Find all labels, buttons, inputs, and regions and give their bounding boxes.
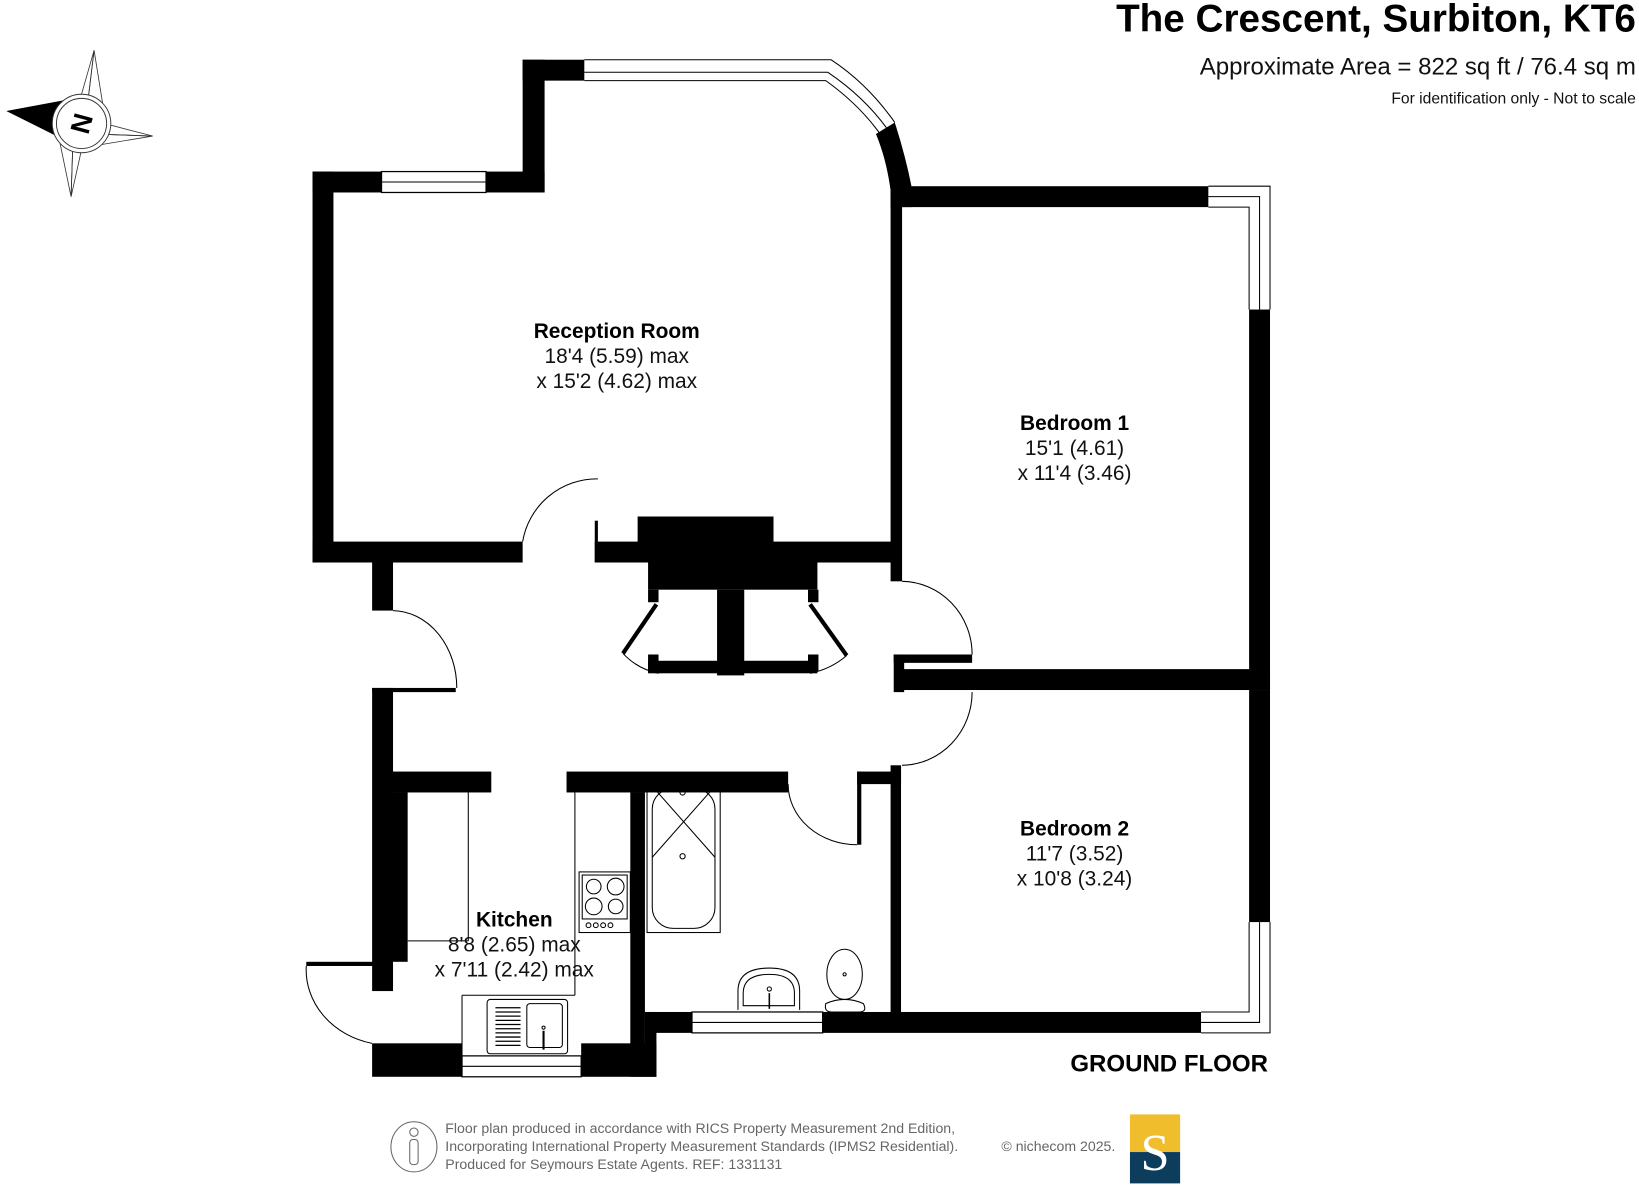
svg-text:8'8 (2.65) max: 8'8 (2.65) max [448, 933, 581, 956]
bathroom-fixtures [646, 781, 866, 1013]
svg-text:x 7'11 (2.42) max: x 7'11 (2.42) max [435, 958, 595, 981]
windows [380, 170, 1271, 1078]
doors [305, 478, 973, 1044]
compass-north-icon: N [6, 50, 153, 197]
svg-text:S: S [1141, 1124, 1170, 1182]
svg-text:18'4 (5.59) max: 18'4 (5.59) max [544, 345, 689, 368]
disclaimer-text: For identification only - Not to scale [1391, 91, 1636, 108]
seymours-logo: S [1129, 1114, 1181, 1184]
room-label-bedroom-2: Bedroom 2 11'7 (3.52) x 10'8 (3.24) [1017, 817, 1132, 890]
toilet-icon [824, 948, 866, 1013]
copyright-text: © nichecom 2025. [1001, 1138, 1115, 1154]
kitchen-fixtures [407, 792, 631, 1056]
footer-line-2: Incorporating International Property Mea… [445, 1138, 958, 1154]
footer-line-1: Floor plan produced in accordance with R… [445, 1120, 955, 1136]
footer-line-3: Produced for Seymours Estate Agents. REF… [445, 1156, 782, 1172]
hob-icon [578, 871, 631, 934]
room-label-bedroom-1: Bedroom 1 15'1 (4.61) x 11'4 (3.46) [1018, 412, 1132, 485]
sink-icon [486, 998, 569, 1055]
floor-label: GROUND FLOOR [1070, 1051, 1268, 1078]
person-icon [390, 1121, 438, 1173]
area-text: Approximate Area = 822 sq ft / 76.4 sq m [1200, 53, 1636, 80]
room-label-kitchen: Kitchen 8'8 (2.65) max x 7'11 (2.42) max [435, 908, 595, 981]
room-label-reception: Reception Room 18'4 (5.59) max x 15'2 (4… [534, 320, 700, 393]
bath-icon [646, 781, 721, 934]
svg-text:x 15'2 (4.62) max: x 15'2 (4.62) max [536, 370, 697, 393]
svg-text:Bedroom 1: Bedroom 1 [1020, 412, 1129, 435]
svg-text:Kitchen: Kitchen [476, 908, 553, 931]
svg-text:x 11'4 (3.46): x 11'4 (3.46) [1018, 462, 1132, 485]
svg-text:15'1 (4.61): 15'1 (4.61) [1025, 437, 1124, 460]
svg-text:x 10'8 (3.24): x 10'8 (3.24) [1017, 867, 1132, 890]
svg-text:11'7 (3.52): 11'7 (3.52) [1026, 842, 1124, 865]
svg-text:Bedroom 2: Bedroom 2 [1020, 817, 1129, 840]
basin-icon [737, 967, 801, 1010]
page-title: The Crescent, Surbiton, KT6 [1116, 0, 1636, 41]
svg-text:Reception Room: Reception Room [534, 320, 700, 343]
walls [306, 59, 1271, 1077]
